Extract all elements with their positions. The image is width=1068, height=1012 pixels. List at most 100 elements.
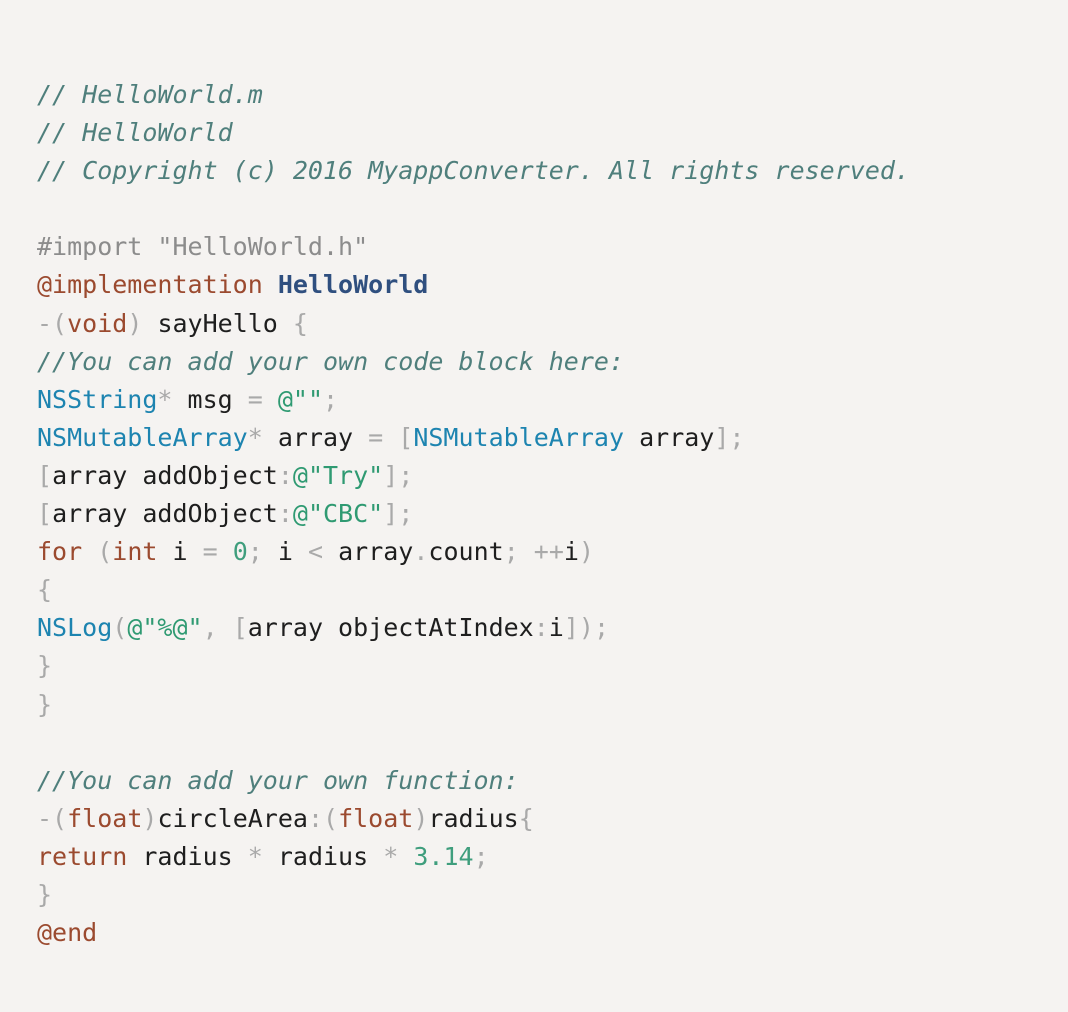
code-token: ; (323, 384, 339, 414)
code-token: [ (37, 499, 53, 529)
code-token: { (518, 803, 534, 833)
code-line: for (int i = 0; i < array.count; ++i) (37, 533, 910, 571)
code-token: for (37, 537, 83, 567)
code-token: //You can add your own function: (37, 765, 519, 795)
code-token: @end (37, 918, 98, 948)
code-line: //You can add your own function: (37, 762, 910, 800)
code-token: } (37, 651, 53, 681)
code-token: float (67, 803, 143, 833)
code-token: -( (37, 308, 68, 338)
code-token: NSMutableArray (413, 422, 625, 452)
code-token: :( (307, 803, 339, 833)
code-token: i (548, 613, 564, 643)
code-line: // HelloWorld (37, 114, 910, 152)
code-line: @end (37, 914, 910, 952)
code-token: circleArea (157, 803, 308, 833)
code-token: return (37, 841, 128, 871)
code-token: i (563, 537, 579, 567)
code-line: // HelloWorld.m (37, 76, 910, 114)
code-token: * (157, 384, 188, 414)
code-token: ) (413, 803, 429, 833)
code-line: { (37, 571, 910, 609)
code-token: . (413, 537, 429, 567)
code-token: ]; (383, 460, 414, 490)
code-token: ; (473, 841, 489, 871)
code-token: ) (578, 537, 595, 567)
code-token: : (277, 499, 293, 529)
code-token: -( (37, 803, 68, 833)
code-line: NSMutableArray* array = [NSMutableArray … (37, 419, 910, 457)
code-token: // Copyright (c) 2016 MyappConverter. Al… (37, 156, 910, 186)
code-token: radius (127, 841, 248, 871)
code-token: ]; (714, 422, 745, 452)
code-token: ; ++ (503, 537, 564, 567)
code-token: @"%@" (127, 613, 203, 643)
code-token: } (37, 879, 53, 909)
code-line: } (37, 647, 910, 685)
code-line: } (37, 876, 910, 914)
code-line: @implementation HelloWorld (37, 266, 910, 304)
code-token: @implementation (37, 270, 263, 300)
code-token: { (277, 308, 308, 338)
code-line (37, 724, 910, 762)
code-token: [ (37, 460, 53, 490)
code-token: * (247, 422, 278, 452)
code-line: -(float)circleArea:(float)radius{ (37, 800, 910, 838)
code-token: radius (428, 803, 519, 833)
code-token: : (533, 613, 549, 643)
code-token: i (277, 537, 308, 567)
code-token: ) (127, 308, 158, 338)
code-line: } (37, 686, 910, 724)
code-token: array addObject (52, 499, 278, 529)
code-token: } (37, 689, 53, 719)
code-token: = (202, 537, 218, 567)
code-token: @"Try" (292, 460, 384, 490)
code-token (218, 537, 233, 566)
code-token: radius (262, 841, 384, 871)
code-token: ( (112, 613, 128, 643)
code-token: void (67, 308, 128, 338)
code-line: //You can add your own code block here: (37, 343, 910, 381)
code-token: ( (82, 537, 113, 567)
code-token: msg (187, 384, 233, 414)
code-token: HelloWorld (277, 270, 429, 300)
code-token: 3.14 (413, 841, 474, 871)
code-line: // Copyright (c) 2016 MyappConverter. Al… (37, 152, 910, 190)
code-token: * (247, 841, 263, 871)
code-line: [array addObject:@"CBC"]; (37, 495, 910, 533)
code-token: array (639, 422, 715, 452)
code-token (398, 842, 413, 871)
code-token: NSString (37, 384, 158, 414)
code-token: array addObject (52, 460, 278, 490)
code-token: ) (142, 803, 158, 833)
code-token: // HelloWorld (37, 118, 233, 148)
code-token: , [ (202, 613, 248, 643)
code-token: { (37, 575, 53, 605)
code-token: int (112, 537, 158, 567)
code-token: //You can add your own code block here: (37, 346, 624, 376)
code-token (263, 270, 278, 299)
code-line: #import "HelloWorld.h" (37, 228, 910, 266)
code-token: // HelloWorld.m (37, 80, 263, 109)
code-token: @"CBC" (292, 499, 384, 529)
code-token: array objectAtIndex (247, 613, 534, 643)
code-token: i (157, 537, 203, 567)
code-line (37, 190, 910, 228)
code-token: #import "HelloWorld.h" (37, 232, 369, 262)
code-token: < (307, 537, 324, 567)
code-token: = (232, 384, 278, 414)
code-line: [array addObject:@"Try"]; (37, 457, 910, 495)
code-token: 0 (232, 537, 248, 567)
code-token: NSMutableArray (37, 422, 248, 452)
code-token: ]); (563, 613, 610, 643)
code-token: array (323, 537, 414, 567)
code-line: NSLog(@"%@", [array objectAtIndex:i]); (37, 609, 910, 647)
code-token: float (338, 803, 414, 833)
code-token: @"" (277, 384, 323, 414)
code-token: NSLog (37, 613, 113, 643)
code-block[interactable]: // HelloWorld.m // HelloWorld // Copyright… (37, 76, 910, 952)
code-token: : (277, 460, 293, 490)
code-line: -(void) sayHello { (37, 305, 910, 343)
code-token: sayHello (157, 308, 278, 338)
